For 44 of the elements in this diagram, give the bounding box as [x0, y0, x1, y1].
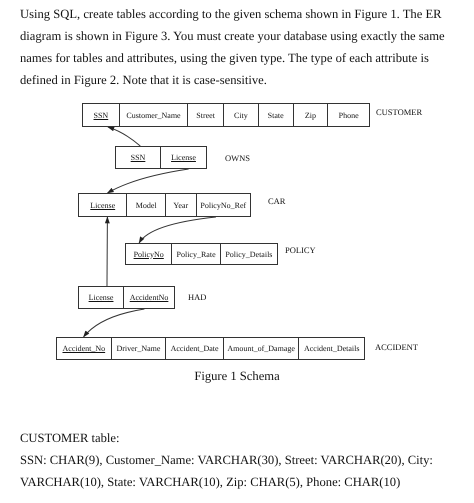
table-box [125, 243, 278, 265]
table-box [56, 337, 365, 360]
attribute-cell: Amount_of_Damage [224, 338, 300, 359]
table-name: CUSTOMER [376, 107, 422, 117]
attribute-cell: City [224, 104, 259, 126]
attribute-cell: Accident_Date [166, 338, 224, 359]
attribute-types-text: SSN: CHAR(9), Customer_Name: VARCHAR(30), Street: VARCHAR(20), City: VARCHAR(10), State: VARCHAR(10), Zip: CHAR(5), Phone: CHAR(10) [20, 452, 434, 491]
attribute-cell: Customer_Name [120, 104, 188, 126]
arrow [107, 126, 141, 146]
arrow [83, 308, 145, 338]
table-heading: CUSTOMER table: [20, 430, 120, 447]
attribute-cell: Zip [294, 104, 328, 126]
attribute-cell: License [161, 147, 206, 168]
attribute-cell: License [79, 287, 124, 308]
table-box [82, 103, 370, 127]
attribute-cell: Policy_Rate [172, 244, 221, 264]
table-name: ACCIDENT [375, 342, 418, 352]
table-box [115, 146, 207, 169]
attribute-cell: PolicyNo_Ref [196, 194, 250, 216]
figure-caption: Figure 1 Schema [193, 368, 281, 385]
attribute-cell: SSN [83, 104, 120, 126]
attribute-cell: PolicyNo [126, 244, 172, 264]
table-box [78, 193, 251, 217]
attribute-cell: State [258, 104, 294, 126]
table-name: OWNS [225, 153, 250, 163]
table-name: HAD [188, 292, 206, 302]
attribute-cell: License [79, 194, 128, 216]
table-name: CAR [268, 196, 286, 206]
arrow [106, 168, 190, 194]
arrow [104, 216, 110, 286]
attribute-cell: Street [188, 104, 224, 126]
table-box [78, 286, 175, 309]
table-name: POLICY [285, 245, 316, 255]
attribute-cell: Driver_Name [112, 338, 166, 359]
attribute-cell: SSN [116, 147, 162, 168]
attribute-cell: Accident_Details [299, 338, 364, 359]
attribute-cell: Model [127, 194, 166, 216]
attribute-cell: Accident_No [57, 338, 112, 359]
attribute-cell: Phone [328, 104, 370, 126]
attribute-cell: AccidentNo [124, 287, 174, 308]
arrow [138, 216, 216, 244]
instructions-text: Using SQL, create tables according to the given schema shown in Figure 1. The ER diagram is shown in Figure 3. You must create your database using exactly the same names for tables and attributes, using the given type. The type of each attribute is defined in Figure 2. Note that it is case-sensitive. [20, 6, 446, 89]
attribute-cell: Year [166, 194, 197, 216]
attribute-cell: Policy_Details [220, 244, 277, 264]
